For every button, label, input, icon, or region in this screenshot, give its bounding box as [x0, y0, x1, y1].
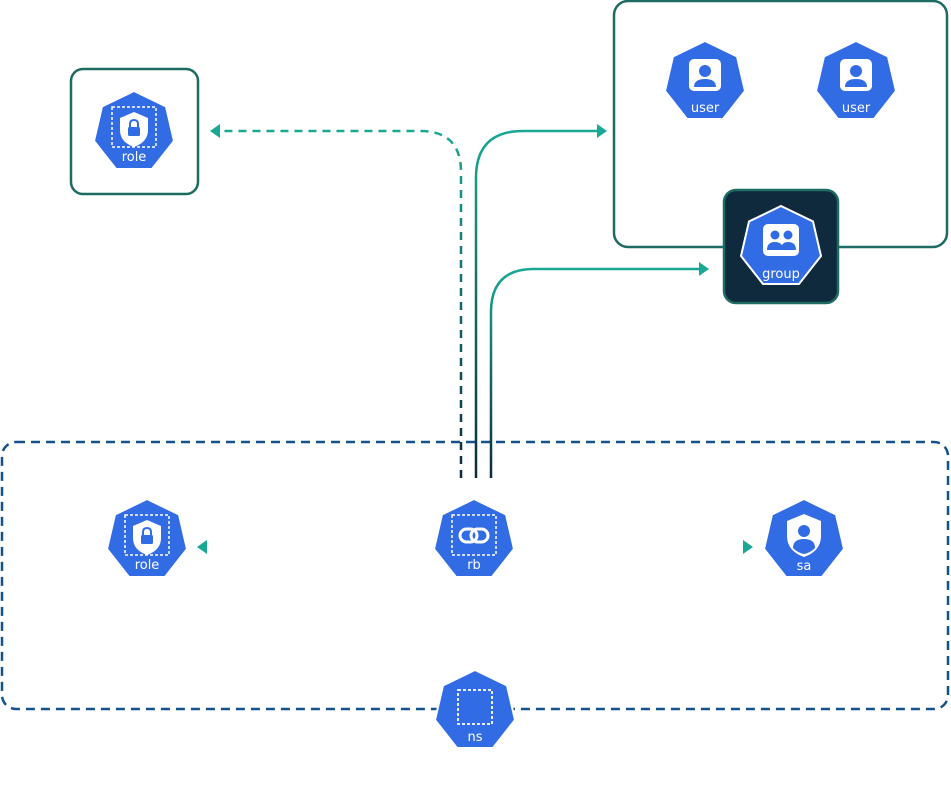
namespace-icon — [457, 689, 493, 725]
group-icon — [763, 224, 799, 256]
service-account-node[interactable]: sa — [763, 498, 845, 578]
service-account-icon — [787, 514, 821, 557]
rolebinding-node[interactable]: rb — [433, 498, 515, 578]
arrowhead-group — [699, 262, 709, 276]
node-label: user — [691, 101, 720, 116]
arrowhead-cluster-role — [210, 124, 220, 138]
role-lock-icon — [111, 106, 157, 148]
user-icon — [840, 59, 872, 91]
link-icon — [451, 514, 497, 556]
role-lock-icon — [124, 514, 170, 556]
namespace-node[interactable]: ns — [434, 669, 516, 749]
node-label: role — [122, 150, 147, 165]
connector-rb-to-users — [474, 129, 598, 478]
connector-rb-to-cluster-role — [218, 129, 463, 478]
arrowhead-role — [197, 540, 207, 554]
group-node[interactable]: group — [740, 205, 822, 285]
node-label: rb — [467, 558, 481, 573]
node-label: sa — [797, 559, 812, 574]
node-label: user — [842, 101, 871, 116]
arrowhead-users — [597, 124, 607, 138]
cluster-role-node[interactable]: role — [93, 90, 175, 170]
node-label: ns — [467, 730, 482, 745]
connector-rb-to-group — [489, 267, 700, 478]
node-label: role — [135, 558, 160, 573]
user-icon — [689, 59, 721, 91]
node-label: group — [762, 267, 800, 282]
arrowhead-sa — [743, 540, 753, 554]
user-node-2[interactable]: user — [815, 40, 897, 120]
role-node[interactable]: role — [106, 498, 188, 578]
user-node-1[interactable]: user — [664, 40, 746, 120]
